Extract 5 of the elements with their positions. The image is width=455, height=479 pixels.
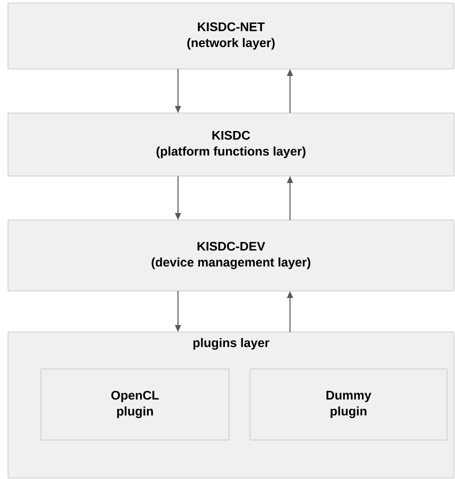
- layer-box: KISDC (platform functions layer): [8, 112, 454, 176]
- layer-box: KISDC-DEV (device management layer): [8, 220, 454, 292]
- plugin-box: Dummy plugin: [250, 368, 448, 440]
- layer-box: KISDC-NET (network layer): [8, 2, 454, 70]
- plugin-box: OpenCL plugin: [40, 368, 230, 440]
